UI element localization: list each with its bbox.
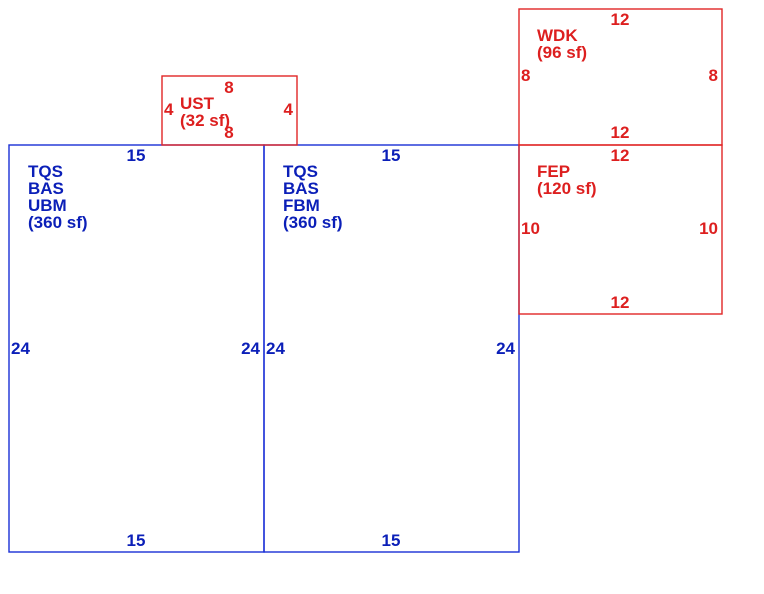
area-fep-dim-top: 12 <box>611 146 630 165</box>
area-wdk: WDK (96 sf) 12 12 8 8 <box>521 10 718 142</box>
area-wdk-label-line-1: WDK <box>537 26 578 45</box>
area-ubm-dim-left: 24 <box>11 339 30 358</box>
area-ust-dim-right: 4 <box>284 100 294 119</box>
area-fbm-label-line-2: BAS <box>283 179 319 198</box>
area-ust: UST (32 sf) 8 8 4 4 <box>164 78 294 142</box>
area-ust-outline <box>161 75 298 146</box>
area-fep-label-line-1: FEP <box>537 162 570 181</box>
area-fep-dim-bottom: 12 <box>611 293 630 312</box>
area-ust-area-label: (32 sf) <box>180 111 230 130</box>
area-fbm-dim-left: 24 <box>266 339 285 358</box>
area-wdk-dim-bottom: 12 <box>611 123 630 142</box>
area-fbm-outline <box>263 144 520 553</box>
area-fep-outline <box>518 144 723 315</box>
area-ust-dim-left: 4 <box>164 100 174 119</box>
area-fbm-dim-right: 24 <box>496 339 515 358</box>
area-fbm: TQS BAS FBM (360 sf) 15 15 24 24 <box>266 146 516 550</box>
area-fep: FEP (120 sf) 12 12 10 10 <box>521 146 718 312</box>
area-wdk-area-label: (96 sf) <box>537 43 587 62</box>
area-ubm-dim-top: 15 <box>127 146 146 165</box>
area-ust-label-line-1: UST <box>180 94 215 113</box>
area-wdk-dim-left: 8 <box>521 66 530 85</box>
area-ubm-label-line-2: BAS <box>28 179 64 198</box>
area-ubm-area-label: (360 sf) <box>28 213 88 232</box>
area-ubm: TQS BAS UBM (360 sf) 15 15 24 24 <box>11 146 261 550</box>
area-ubm-dim-bottom: 15 <box>127 531 146 550</box>
area-ubm-label-line-1: TQS <box>28 162 63 181</box>
area-ubm-label-line-3: UBM <box>28 196 67 215</box>
area-fbm-dim-bottom: 15 <box>382 531 401 550</box>
area-wdk-dim-right: 8 <box>709 66 718 85</box>
area-fep-dim-right: 10 <box>699 219 718 238</box>
area-fbm-label-line-1: TQS <box>283 162 318 181</box>
area-ust-dim-bottom: 8 <box>224 123 233 142</box>
area-ust-dim-top: 8 <box>224 78 233 97</box>
area-fbm-area-label: (360 sf) <box>283 213 343 232</box>
area-fbm-label-line-3: FBM <box>283 196 320 215</box>
area-fep-area-label: (120 sf) <box>537 179 597 198</box>
area-fep-dim-left: 10 <box>521 219 540 238</box>
area-ubm-dim-right: 24 <box>241 339 260 358</box>
area-wdk-dim-top: 12 <box>611 10 630 29</box>
area-fbm-dim-top: 15 <box>382 146 401 165</box>
